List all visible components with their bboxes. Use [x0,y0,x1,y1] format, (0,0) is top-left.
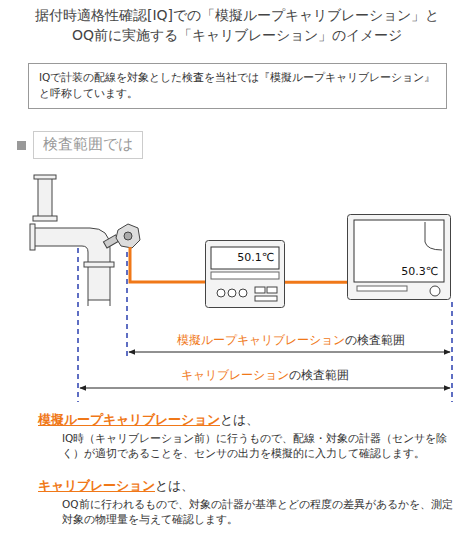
title: 据付時適格性確認[IQ]での「模擬ループキャリブレーション」とOQ前に実施する「… [28,6,446,45]
label-group: キャリブレーションの検査範囲 [78,367,452,384]
temperature-sensor [103,224,140,248]
node-text: 50.3℃ [347,265,438,278]
label-text: の検査範囲 [289,368,349,382]
label-group: OQ前に行われるもので、対象の計器が基準とどの程度の差異があるかを、測定対象の物… [62,497,454,527]
label-group: 模擬ループキャリブレーションの検査範囲 [130,332,452,349]
title-box: 据付時適格性確認[IQ]での「模擬ループキャリブレーション」とOQ前に実施する「… [0,6,474,45]
recorder-outline [347,214,451,300]
node-text: IQで計装の配線を対象とした検査を当社では『模擬ループキャリブレーション』と呼称… [39,70,436,102]
controller-outline [205,240,285,308]
signal-wire [285,281,347,284]
node-text: 50.1℃ [205,251,274,264]
label-text: OQ前に行われるもので、対象の計器が基準とどの程度の差異があるかを、測定対象の物… [62,498,453,525]
label-text: の検査範囲 [345,333,405,347]
term-label: 模擬ループキャリブレーション [177,333,345,347]
range-arrow [129,352,450,353]
recorder: 50.3℃ [347,214,451,300]
label-group: IQ時（キャリブレーション前）に行うもので、配線・対象の計器（センサを除く）が適… [62,431,454,461]
label-text: とは、 [155,478,194,493]
note-box: IQで計装の配線を対象とした検査を当社では『模擬ループキャリブレーション』と呼称… [28,63,447,109]
sensor-wire [130,247,205,282]
bullet-square [17,141,26,150]
term-label: 模擬ループキャリブレーション [38,412,220,427]
section-heading-box: 検査範囲では [33,131,143,159]
term-label: キャリブレーション [181,368,289,382]
range-arrow [80,388,450,389]
controller: 50.1℃ [205,240,285,308]
node-text: 検査範囲では [43,135,133,155]
label-group: キャリブレーションとは、 [38,477,458,496]
label-text: とは、 [220,412,259,427]
term-label: キャリブレーション [38,478,155,493]
label-group: 模擬ループキャリブレーションとは、 [38,411,458,430]
pipe [30,175,114,306]
label-text: IQ時（キャリブレーション前）に行うもので、配線・対象の計器（センサを除く）が適… [62,432,447,459]
